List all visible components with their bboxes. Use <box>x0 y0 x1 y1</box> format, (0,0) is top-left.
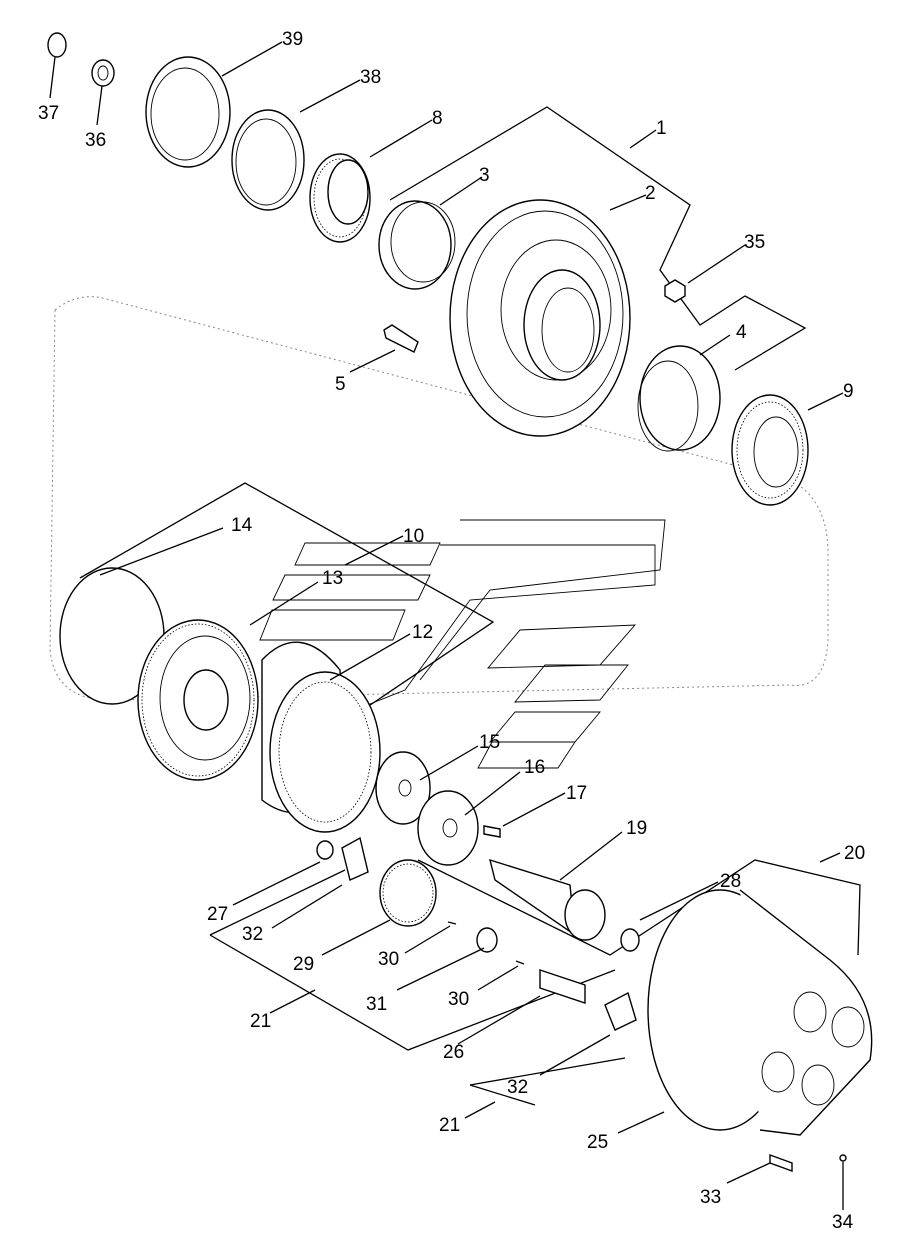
planet-shaft-part-26 <box>539 969 586 1004</box>
bearing-cup-part-3 <box>378 200 456 290</box>
callout-30-lower: 30 <box>448 989 469 1010</box>
bearing-cone-part-8 <box>309 153 371 243</box>
ring-gear-part-12 <box>261 641 381 833</box>
callout-37: 37 <box>38 103 59 124</box>
callout-20: 20 <box>844 843 865 864</box>
callout-31: 31 <box>366 994 387 1015</box>
bolt-part-17 <box>483 825 501 838</box>
seal-part-39 <box>145 56 231 168</box>
callout-28: 28 <box>720 871 741 892</box>
callout-21-lower: 21 <box>439 1115 460 1136</box>
wheel-stud-part-5 <box>383 324 419 353</box>
bearing-cone-part-9 <box>731 394 809 506</box>
plate-stack <box>259 519 666 769</box>
callout-32-upper: 32 <box>242 924 263 945</box>
leader-lines <box>49 41 844 1210</box>
pin-part-30-lower <box>515 960 525 965</box>
callout-25: 25 <box>587 1132 608 1153</box>
pin-part-30-upper <box>447 921 457 925</box>
callout-5: 5 <box>335 374 346 395</box>
bracket-20 <box>417 859 861 956</box>
callout-16: 16 <box>524 757 545 778</box>
callout-15: 15 <box>479 732 500 753</box>
shaft-part-19 <box>489 858 606 941</box>
bracket-21-lower <box>469 1057 626 1106</box>
screw-part-33 <box>769 1154 793 1172</box>
seal-ring-part-38 <box>231 109 305 211</box>
ball-part-34 <box>839 1154 847 1162</box>
callout-29: 29 <box>293 954 314 975</box>
hub-part-2 <box>449 199 631 437</box>
callout-10: 10 <box>403 526 424 547</box>
snap-ring-part-37 <box>47 32 67 58</box>
callout-36: 36 <box>85 130 106 151</box>
callout-34: 34 <box>832 1212 854 1233</box>
callout-3: 3 <box>479 165 490 186</box>
callout-17: 17 <box>566 783 587 804</box>
gear-carrier-part-13 <box>137 619 259 781</box>
bushing-part-31 <box>476 927 498 953</box>
callout-19: 19 <box>626 818 647 839</box>
callout-35: 35 <box>744 232 765 253</box>
callout-13: 13 <box>322 568 343 589</box>
plug-part-28 <box>620 928 640 952</box>
callout-27: 27 <box>207 904 228 925</box>
thrust-washer-part-32-lower <box>604 991 637 1031</box>
nut-part-35 <box>664 279 686 303</box>
callout-33: 33 <box>700 1187 721 1208</box>
bearing-cup-part-4 <box>637 345 721 452</box>
assembly-outline <box>49 296 829 701</box>
callout-labels: 37 36 39 38 8 3 1 2 35 4 9 5 14 10 13 12… <box>38 29 865 1233</box>
plate-part-15 <box>375 751 431 825</box>
callout-30-upper: 30 <box>378 949 399 970</box>
callout-2: 2 <box>645 183 656 204</box>
bracket-21-upper <box>209 869 616 1051</box>
callout-38: 38 <box>360 67 381 88</box>
callout-8: 8 <box>432 108 443 129</box>
plate-part-16 <box>417 790 479 866</box>
washer-part-36 <box>91 59 115 87</box>
callout-4: 4 <box>736 322 747 343</box>
callout-14: 14 <box>231 515 253 536</box>
planet-gear-part-29 <box>379 859 437 927</box>
callout-9: 9 <box>843 381 854 402</box>
callout-1: 1 <box>656 118 667 139</box>
callout-26: 26 <box>443 1042 464 1063</box>
callout-12: 12 <box>412 622 433 643</box>
callout-21-upper: 21 <box>250 1011 271 1032</box>
callout-39: 39 <box>282 29 303 50</box>
housing-part-25 <box>647 889 873 1136</box>
ring-part-27 <box>316 840 334 860</box>
callout-32-lower: 32 <box>507 1077 528 1098</box>
thrust-washer-part-32-upper <box>341 836 369 881</box>
